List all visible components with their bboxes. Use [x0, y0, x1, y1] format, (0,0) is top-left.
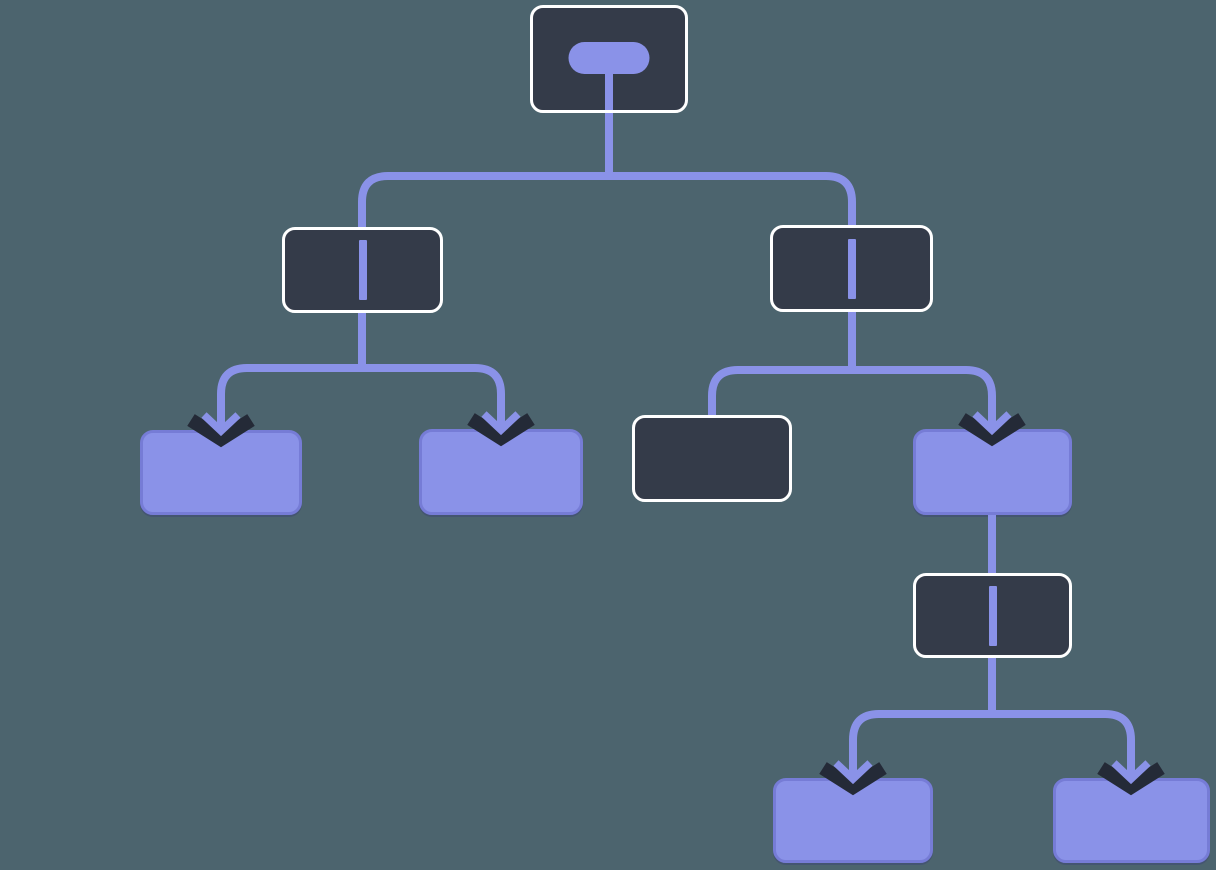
branch-node-left[interactable]: [282, 227, 443, 313]
divider-line: [988, 585, 997, 646]
root-node[interactable]: [530, 5, 688, 113]
branch-node-right[interactable]: [770, 225, 933, 312]
leaf-node-3[interactable]: [773, 778, 933, 863]
divider-line: [358, 240, 367, 300]
connector-left-branch-to-leaves: [217, 313, 505, 431]
leaf-node-2[interactable]: [419, 429, 583, 515]
plain-dark-node[interactable]: [632, 415, 792, 502]
arrowhead-stroke: [833, 760, 873, 785]
leaf-node-4[interactable]: [1053, 778, 1210, 863]
leaf-node-1[interactable]: [140, 430, 302, 515]
connector-bottom-branch-to-leaves: [849, 658, 1135, 779]
arrowhead-stroke: [1111, 760, 1151, 785]
arrowhead-stroke: [481, 411, 521, 436]
mid-target-node[interactable]: [913, 429, 1072, 515]
branch-node-bottom[interactable]: [913, 573, 1072, 658]
pill-stem: [605, 68, 613, 110]
arrowhead-stroke: [201, 412, 241, 437]
connector-right-branch-to-children: [708, 312, 996, 430]
connector-root-to-branches: [358, 113, 856, 227]
pill-icon: [568, 42, 650, 74]
divider-line: [847, 238, 856, 299]
arrowhead-stroke: [972, 411, 1012, 436]
